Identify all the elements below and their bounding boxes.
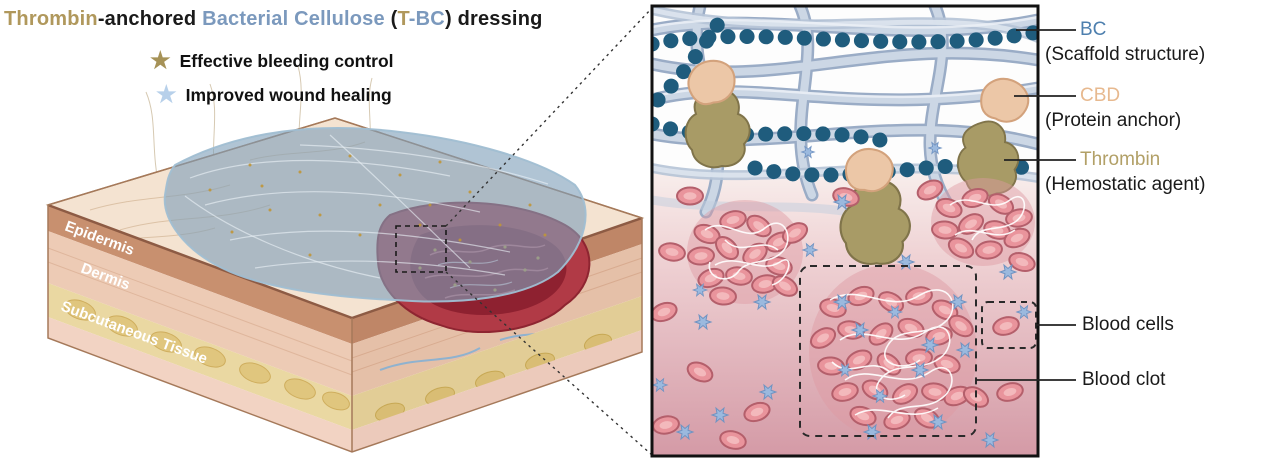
star-icon: ★ bbox=[150, 47, 171, 73]
title-part-thrombin: Thrombin bbox=[4, 8, 98, 30]
fibrin-strands bbox=[704, 196, 1026, 419]
title-part-paren-open: ( bbox=[384, 8, 398, 30]
label-connector-lines bbox=[976, 29, 1076, 381]
zoom-guide-lines bbox=[445, 7, 653, 456]
bc-label-desc: (Scaffold structure) bbox=[1045, 44, 1206, 65]
zoom-source-box bbox=[395, 225, 447, 273]
title-part-paren-close: ) bbox=[444, 8, 458, 30]
bc-label: BC bbox=[1080, 19, 1107, 40]
thrombin-label-desc: (Hemostatic agent) bbox=[1045, 174, 1206, 195]
skin-illustration: Epidermis Dermis Subcutaneous Tissue bbox=[45, 65, 645, 453]
dressing-fiber-texture bbox=[184, 134, 549, 279]
title-part-dressing: dressing bbox=[457, 8, 543, 30]
skin-block-outline bbox=[47, 117, 643, 453]
blood-clot-center bbox=[806, 264, 978, 440]
legend-label: Effective bleeding control bbox=[179, 51, 394, 71]
legend-label: Improved wound healing bbox=[185, 85, 392, 105]
cbd-label-desc: (Protein anchor) bbox=[1045, 110, 1182, 131]
blood-cells-label: Blood cells bbox=[1082, 314, 1174, 335]
title-part-t: T bbox=[397, 8, 409, 30]
thrombin-label: Thrombin bbox=[1080, 149, 1161, 170]
title-part-bacterial-cellulose: Bacterial Cellulose bbox=[202, 8, 385, 30]
star-icon: ★ bbox=[156, 81, 177, 107]
cbd-label: CBD bbox=[1080, 85, 1121, 106]
blood-clot-label: Blood clot bbox=[1082, 369, 1166, 390]
skin-left-face bbox=[47, 203, 353, 452]
blood-clot-dashed-box bbox=[799, 265, 977, 437]
legend-item-bleeding-control: ★ Effective bleeding control bbox=[150, 47, 394, 73]
anchored-thrombin-specks bbox=[208, 154, 547, 257]
figure-title: Thrombin-anchored Bacterial Cellulose (T… bbox=[4, 8, 543, 31]
title-part-anchored: -anchored bbox=[97, 8, 203, 30]
dressing bbox=[163, 127, 587, 303]
zoom-panel bbox=[650, 4, 1040, 458]
title-part-bc: -BC bbox=[408, 8, 445, 30]
panel-border bbox=[650, 4, 1040, 458]
legend-item-wound-healing: ★ Improved wound healing bbox=[156, 81, 392, 107]
